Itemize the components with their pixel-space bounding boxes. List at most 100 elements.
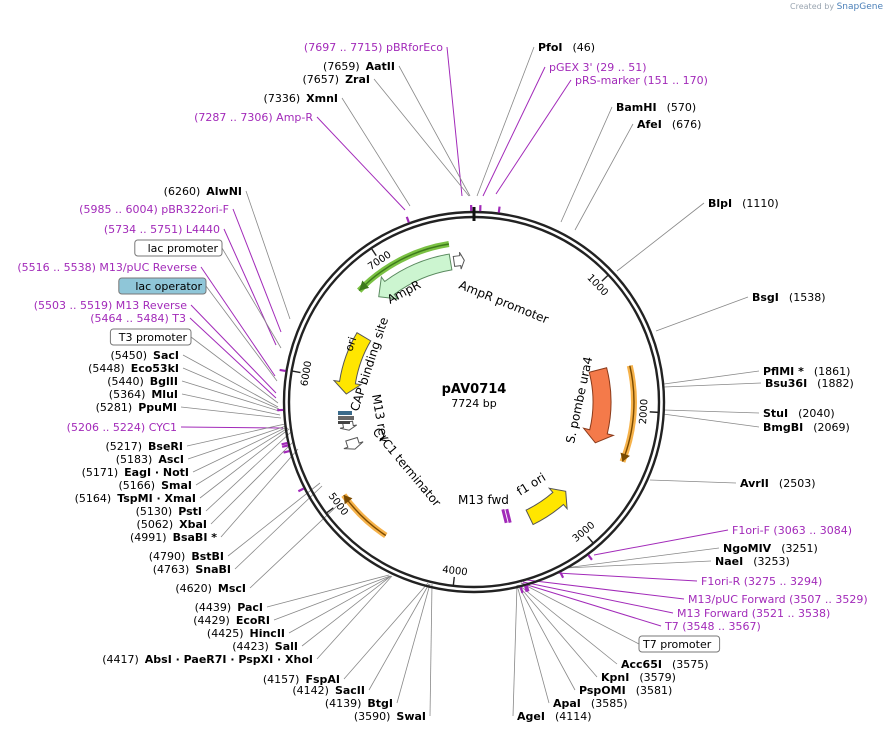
mcs-block-2 bbox=[338, 416, 354, 420]
leader-line bbox=[182, 367, 280, 410]
site-position: (5164) bbox=[75, 492, 112, 505]
enzyme-name: TspMI · XmaI bbox=[117, 492, 196, 505]
primer-label: (5503 .. 5519) M13 Reverse bbox=[34, 299, 187, 312]
leader-line bbox=[220, 448, 299, 538]
site-position: StuI bbox=[763, 407, 788, 420]
site-position: BlpI bbox=[708, 197, 732, 210]
site-position: Bsu36I bbox=[765, 377, 807, 390]
ura4-orange-arc-core bbox=[621, 365, 635, 462]
mcs-block-1 bbox=[338, 411, 352, 415]
enzyme-site-label: (4429)EcoRI bbox=[193, 614, 270, 627]
ori-label: ori bbox=[342, 335, 359, 353]
leader-line bbox=[476, 46, 535, 197]
leader-line bbox=[200, 266, 276, 377]
enzyme-site-label: (5164) TspMI · XmaI bbox=[75, 492, 196, 505]
enzyme-name: (3585) bbox=[591, 697, 628, 710]
enzyme-site-label: KpnI(3579) bbox=[601, 671, 676, 684]
primer-tick bbox=[297, 487, 305, 493]
site-position: (5171) bbox=[82, 466, 119, 479]
enzyme-site-label: (5364)MluI bbox=[109, 388, 178, 401]
site-position: (4423) bbox=[232, 640, 269, 653]
leader-line bbox=[221, 247, 282, 349]
site-position: (4763) bbox=[153, 563, 190, 576]
primer-label: M13/pUC Forward (3507 .. 3529) bbox=[688, 593, 868, 606]
enzyme-site-label: (5450)SacI bbox=[110, 349, 179, 362]
site-position: (5440) bbox=[107, 375, 144, 388]
feature-box bbox=[638, 635, 721, 653]
enzyme-name: ZraI bbox=[345, 73, 370, 86]
primer-label: (5206 .. 5224) CYC1 bbox=[67, 421, 177, 434]
leader-line bbox=[192, 426, 288, 473]
leader-line bbox=[526, 579, 685, 600]
leader-line bbox=[316, 575, 393, 660]
site-position: (5217) bbox=[105, 440, 142, 453]
leader-line bbox=[249, 504, 339, 589]
enzyme-site-label: NaeI(3253) bbox=[715, 555, 790, 568]
site-position: (7657) bbox=[303, 73, 340, 86]
leader-line bbox=[245, 190, 291, 320]
mcs-block-3 bbox=[338, 421, 350, 424]
plasmid-name: pAV0714 bbox=[442, 382, 507, 397]
site-position: BsgI bbox=[752, 291, 779, 304]
site-position: (6260) bbox=[164, 185, 201, 198]
leader-line bbox=[520, 582, 662, 627]
enzyme-name: AscI bbox=[158, 453, 184, 466]
primer-label: T7 (3548 .. 3567) bbox=[664, 620, 761, 633]
enzyme-name: SmaI bbox=[161, 479, 192, 492]
site-position: AgeI bbox=[517, 710, 545, 723]
enzyme-site-label: (4439)PacI bbox=[195, 601, 263, 614]
enzyme-name: (3579) bbox=[639, 671, 676, 684]
primer-tick bbox=[281, 441, 288, 446]
primer-label: (5516 .. 5538) M13/pUC Reverse bbox=[17, 261, 197, 274]
leader-line bbox=[180, 426, 284, 429]
site-position: (5281) bbox=[96, 401, 133, 414]
enzyme-name: SnaBI bbox=[195, 563, 231, 576]
leader-line bbox=[301, 575, 392, 647]
enzyme-site-label: (4991)BsaBI * bbox=[130, 531, 217, 544]
primer-label: (5985 .. 6004) pBR322ori-F bbox=[79, 203, 229, 216]
leader-line bbox=[195, 427, 289, 486]
tick-mark bbox=[291, 370, 301, 374]
enzyme-name: PpuMI bbox=[138, 401, 177, 414]
tick-mark bbox=[325, 507, 334, 514]
primer-tick bbox=[283, 449, 290, 454]
leader-line bbox=[655, 296, 749, 332]
enzyme-site-label: (5448)Eco53kI bbox=[88, 362, 179, 375]
primer-label: pRS-marker (151 .. 170) bbox=[575, 74, 708, 87]
feature-box bbox=[118, 277, 207, 295]
enzyme-name: (3253) bbox=[753, 555, 790, 568]
leader-line bbox=[663, 370, 760, 385]
ampr-promoter-label: AmpR promoter bbox=[457, 278, 551, 327]
enzyme-site-label: (7336)XmnI bbox=[264, 92, 338, 105]
site-position: (5450) bbox=[110, 349, 147, 362]
leader-line bbox=[517, 584, 598, 678]
enzyme-site-label: (5440)BglII bbox=[107, 375, 178, 388]
site-position: (4157) bbox=[263, 673, 300, 686]
leader-line bbox=[227, 482, 321, 557]
leader-line bbox=[512, 584, 518, 717]
leader-line bbox=[663, 382, 762, 388]
site-position: (5183) bbox=[116, 453, 153, 466]
leader-line bbox=[516, 584, 550, 704]
enzyme-site-label: StuI(2040) bbox=[763, 407, 835, 420]
primer-tick bbox=[525, 585, 530, 592]
feature-box-label: lac operator bbox=[135, 280, 202, 293]
primer-label: (5734 .. 5751) L4440 bbox=[104, 223, 220, 236]
ura4-gene-arrow bbox=[582, 367, 615, 444]
site-position: NgoMIV bbox=[723, 542, 772, 555]
enzyme-site-label: AvrII(2503) bbox=[740, 477, 815, 490]
feature-box-label: T7 promoter bbox=[642, 638, 712, 651]
enzyme-site-label: (5281) PpuMI bbox=[96, 401, 177, 414]
enzyme-name: PacI bbox=[237, 601, 263, 614]
snapgene-logo-text: SnapGene bbox=[836, 2, 883, 12]
enzyme-name: BstBI bbox=[191, 550, 224, 563]
tick-mark bbox=[649, 411, 659, 414]
leader-line bbox=[234, 485, 323, 570]
leader-line bbox=[520, 582, 640, 645]
site-position: (4142) bbox=[292, 684, 329, 697]
leader-line bbox=[273, 575, 391, 621]
enzyme-site-label: (4142)SacII bbox=[292, 684, 365, 697]
leader-line bbox=[446, 46, 463, 197]
site-position: (3590) bbox=[354, 710, 391, 723]
